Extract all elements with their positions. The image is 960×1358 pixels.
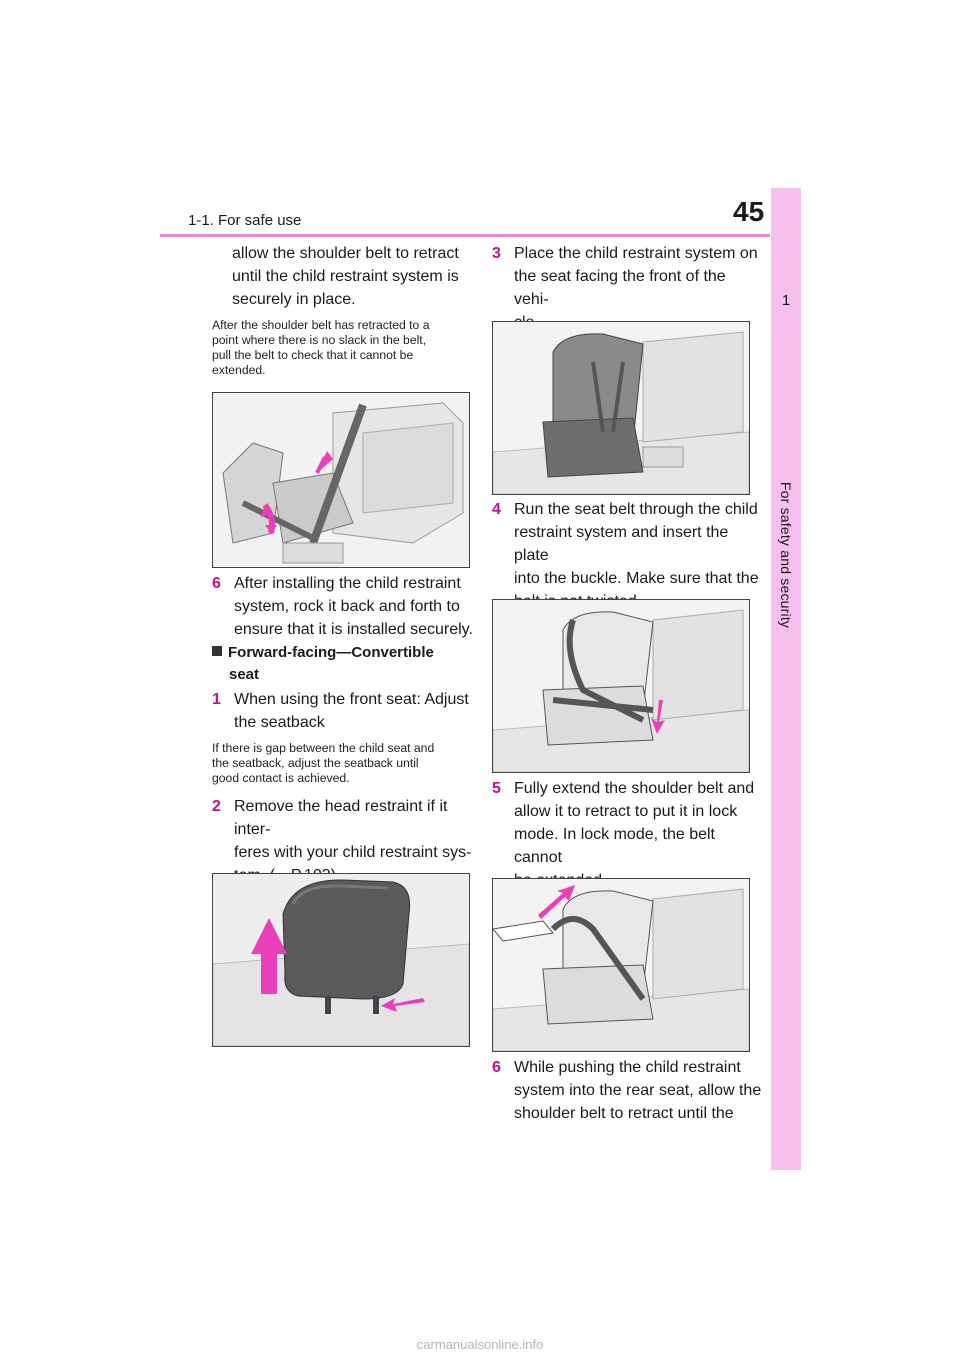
- chapter-title-vertical: For safety and security: [778, 481, 794, 629]
- watermark: carmanualsonline.info: [416, 1337, 544, 1352]
- note-seatback-gap: If there is gap between the child seat a…: [212, 741, 435, 785]
- step-6-right: 6 While pushing the child restraint syst…: [492, 1059, 762, 1122]
- section-title: 1-1. For safe use: [188, 212, 302, 229]
- step-4: 4 Run the seat belt through the child re…: [492, 501, 759, 610]
- figure-lock-mode: [492, 878, 750, 1052]
- figure-head-restraint: [212, 873, 470, 1047]
- square-bullet-icon: [212, 646, 222, 656]
- section-heading: Forward-facing—Convertible seat: [212, 642, 472, 686]
- figure-route-belt: [492, 599, 750, 773]
- step-1: 1 When using the front seat: Adjust the …: [212, 691, 469, 731]
- step-6-left: 6 After installing the child restraint s…: [212, 575, 473, 638]
- chapter-side-tab: [771, 188, 801, 1170]
- step-2: 2 Remove the head restraint if it inter-…: [212, 798, 472, 884]
- figure-place-seat: [492, 321, 750, 495]
- figure-belt-retract: [212, 392, 470, 568]
- page-number: 45: [733, 196, 765, 227]
- chapter-number: 1: [781, 292, 791, 309]
- continued-step-text: allow the shoulder belt to retract until…: [232, 245, 459, 308]
- note-belt-check: After the shoulder belt has retracted to…: [212, 318, 430, 377]
- header-rule: [160, 234, 770, 237]
- step-5: 5 Fully extend the shoulder belt and all…: [492, 780, 755, 889]
